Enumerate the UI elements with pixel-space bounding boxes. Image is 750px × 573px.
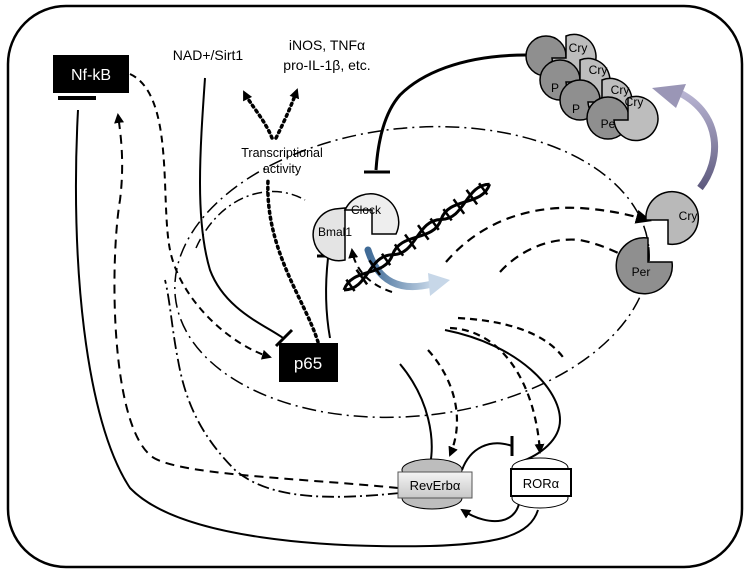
dna-to-clock-dashed-arrow	[348, 248, 393, 293]
svg-text:Cry: Cry	[589, 63, 608, 77]
cryper-to-phospho-purple-arrow	[678, 89, 719, 191]
dna-to-ror-solid-line	[444, 329, 562, 463]
phospho-p-label-1: P	[551, 81, 559, 95]
inos-tnf-label: iNOS, TNFα	[289, 37, 365, 53]
clock-label: Clock	[351, 203, 382, 217]
svg-text:Cry: Cry	[611, 83, 630, 97]
transcription-up-right-dotted-arrow	[274, 88, 300, 140]
reverb-alpha: RevErbα	[397, 458, 473, 510]
sirt1-inhibition-bar	[274, 328, 294, 348]
nfkb-to-p65-dashed-arrow	[129, 73, 272, 360]
nfkb-box	[53, 55, 129, 93]
cryper-to-phospho-arrowhead	[652, 84, 686, 108]
per-free-label: Per	[632, 265, 651, 279]
clock-activates-dna-arrowhead	[428, 273, 450, 296]
cry-protein-free: Cry	[645, 190, 700, 246]
dna-to-ror-dashed-arrow-2	[457, 316, 566, 361]
sirt1-to-p65-inhibition	[199, 77, 284, 339]
reverb-to-ror-inhibition	[461, 442, 513, 471]
phosphorylated-cry-per-stack: Cry P Cry P Cry Per Cry	[525, 33, 659, 142]
bmal1-label: Bmal1	[318, 225, 352, 239]
dna-to-per-dashed-arrow	[499, 238, 642, 273]
clock-activates-dna-blue-arrow	[364, 246, 436, 291]
phospho-p-label-2: P	[572, 102, 580, 116]
p65-label: p65	[294, 354, 322, 373]
transcriptional-label: Transcriptional	[241, 146, 323, 160]
bmal1-shape	[312, 207, 346, 262]
clock-shape	[343, 193, 400, 235]
dna-to-reverb-dashed-arrow	[427, 349, 458, 457]
pro-il1b-label: pro-IL-1β, etc.	[283, 57, 370, 73]
transcription-to-clock-dashdot	[195, 190, 306, 249]
reverb-to-p65-dashdot-arrow	[164, 279, 401, 498]
ror-alpha: RORα	[510, 457, 572, 509]
dna-to-ror-dashed-arrow-1	[449, 326, 545, 454]
cry-per-pair-4: Per Cry	[586, 95, 659, 142]
p65-to-bmal1-inhibition	[324, 257, 331, 339]
reverb-label: RevErbα	[410, 478, 461, 493]
per-protein-free: Per	[615, 237, 673, 295]
transcription-up-left-dotted-arrow	[242, 90, 274, 140]
cry-free-label: Cry	[679, 209, 698, 223]
reverb-to-nfkb-dashed-arrow	[113, 113, 399, 489]
dna-to-reverb-solid-line	[399, 363, 433, 466]
p65-to-transcription-dotted	[266, 178, 320, 344]
dna-helix	[342, 182, 492, 292]
nfkb-to-ror-solid-line	[74, 109, 539, 548]
ror-label: RORα	[523, 476, 560, 491]
nfkb-label: Nf-kB	[71, 67, 111, 84]
p65-box	[279, 343, 338, 382]
cryper-to-clock-inhibition	[374, 53, 527, 171]
clock-bmal1-complex: Clock Bmal1	[312, 193, 400, 262]
svg-text:Cry: Cry	[569, 41, 588, 55]
dna-to-cry-dashed-arrow	[445, 206, 652, 263]
nad-sirt1-label: NAD+/Sirt1	[173, 47, 244, 63]
activity-label: activity	[263, 162, 302, 176]
svg-text:Cry: Cry	[625, 95, 644, 109]
